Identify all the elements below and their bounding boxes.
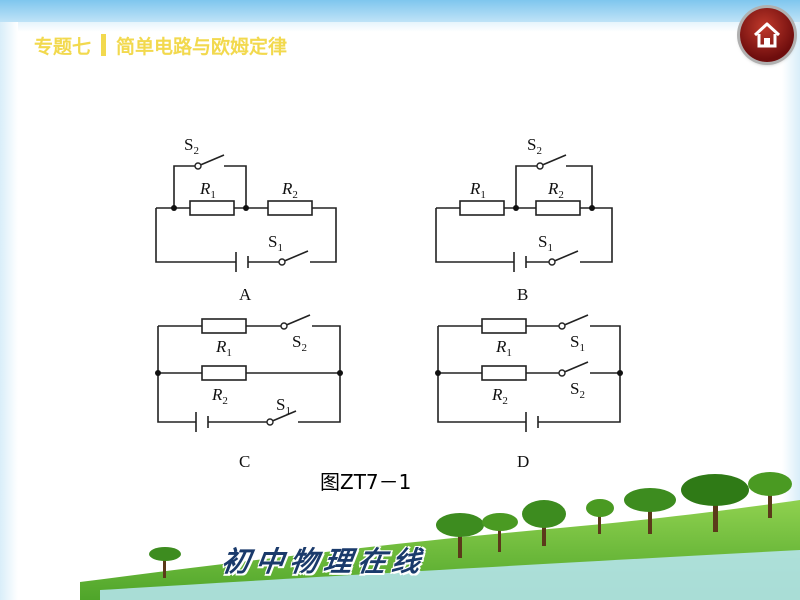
label-r2: R2 — [211, 385, 228, 407]
switch-s1-pivot — [558, 322, 566, 330]
right-border — [782, 22, 800, 600]
tree-icon — [522, 500, 566, 546]
label-s1: S1 — [570, 332, 585, 354]
label-r1: R1 — [199, 179, 216, 201]
switch-s2-blade — [539, 154, 567, 167]
junction-node — [617, 370, 623, 376]
slide-header: 专题七 简单电路与欧姆定律 — [34, 30, 287, 60]
switch-s1-blade — [269, 410, 297, 423]
label-r1: R1 — [215, 337, 232, 359]
switch-s2-blade — [283, 314, 311, 327]
switch-s1-pivot — [278, 258, 286, 266]
label-r1: R1 — [469, 179, 486, 201]
circuit-b: S2 R1 R2 S1 B — [435, 135, 613, 304]
water-band — [100, 550, 800, 600]
label-s2: S2 — [527, 135, 542, 157]
label-s1: S1 — [268, 232, 283, 254]
switch-s2-pivot — [280, 322, 288, 330]
switch-s2-pivot — [536, 162, 544, 170]
junction-node — [243, 205, 249, 211]
home-button[interactable] — [740, 8, 794, 62]
circuit-a: S2 R1 R2 S1 A — [155, 135, 337, 304]
tree-icon — [482, 513, 518, 552]
switch-s2-pivot — [194, 162, 202, 170]
switch-s2-blade — [561, 361, 589, 374]
label-r2: R2 — [547, 179, 564, 201]
figure-caption: 图ZT7－1 — [320, 470, 412, 494]
tree-icon — [681, 474, 749, 532]
tree-icon — [586, 499, 614, 534]
label-s2: S2 — [570, 379, 585, 401]
switch-s1-pivot — [548, 258, 556, 266]
top-banner-fade — [0, 22, 800, 32]
landscape-footer — [80, 472, 800, 600]
label-r1: R1 — [495, 337, 512, 359]
resistor-r1 — [189, 200, 235, 216]
switch-s2-pivot — [558, 369, 566, 377]
label-s1: S1 — [538, 232, 553, 254]
option-label-d: D — [517, 452, 529, 471]
junction-node — [589, 205, 595, 211]
resistor-r1 — [481, 318, 527, 334]
switch-s1-pivot — [266, 418, 274, 426]
home-icon — [753, 22, 781, 48]
label-r2: R2 — [281, 179, 298, 201]
option-label-a: A — [239, 285, 252, 304]
junction-node — [155, 370, 161, 376]
footer-banner-text: 初中物理在线 — [219, 545, 429, 578]
circuit-d: R1 S1 R2 S2 D — [435, 314, 623, 471]
resistor-r2 — [481, 365, 527, 381]
label-s2: S2 — [184, 135, 199, 157]
switch-s1-blade — [551, 250, 579, 263]
switch-s2-blade — [197, 154, 225, 167]
option-label-b: B — [517, 285, 528, 304]
tree-icon — [624, 488, 676, 534]
tree-icon — [748, 472, 792, 518]
resistor-r2 — [267, 200, 313, 216]
topic-label: 专题七 — [34, 35, 92, 58]
junction-node — [435, 370, 441, 376]
header-divider — [101, 34, 107, 56]
label-r2: R2 — [491, 385, 508, 407]
label-s2: S2 — [292, 332, 307, 354]
left-border — [0, 22, 18, 600]
resistor-r1 — [459, 200, 505, 216]
switch-s1-blade — [281, 250, 309, 263]
resistor-r1 — [201, 318, 247, 334]
junction-node — [337, 370, 343, 376]
label-s1: S1 — [276, 395, 291, 417]
top-banner — [0, 0, 800, 22]
resistor-r2 — [201, 365, 247, 381]
junction-node — [513, 205, 519, 211]
tree-icon — [436, 513, 484, 558]
switch-s1-blade — [561, 314, 589, 327]
junction-node — [171, 205, 177, 211]
circuit-c: R1 S2 R2 S1 C — [155, 314, 343, 471]
option-label-c: C — [239, 452, 250, 471]
resistor-r2 — [535, 200, 581, 216]
tree-icon — [149, 547, 181, 578]
slide-title: 简单电路与欧姆定律 — [116, 35, 288, 58]
